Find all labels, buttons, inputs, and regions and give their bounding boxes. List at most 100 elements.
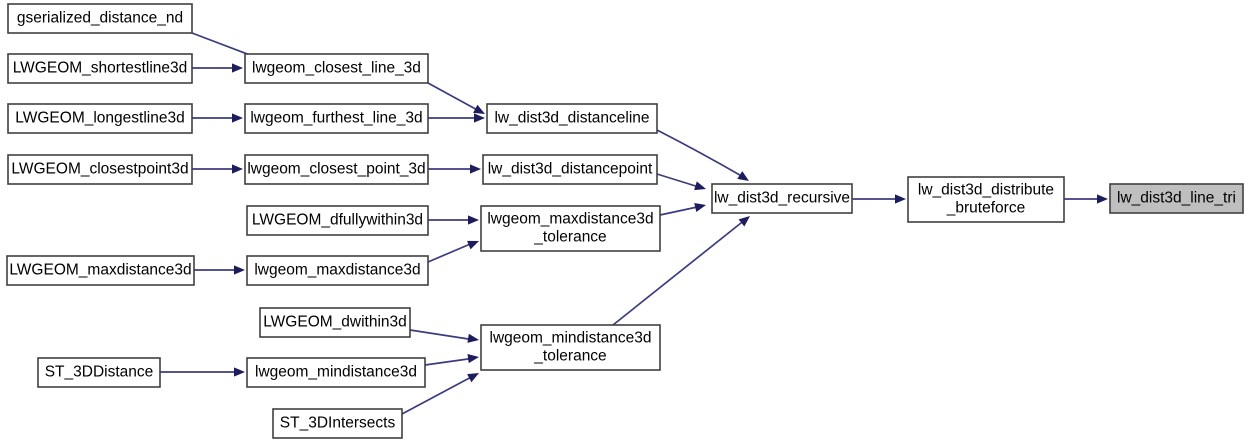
edge-lwgeom_closest_line_3d-to-lw_dist3d_distanceline	[427, 82, 485, 114]
node-LWGEOM_dwithin3d[interactable]: LWGEOM_dwithin3d	[259, 307, 411, 338]
node-label: _tolerance	[533, 348, 606, 365]
edge-line	[401, 374, 476, 415]
node-box[interactable]	[7, 103, 193, 134]
node-label: lw_dist3d_distanceline	[494, 110, 649, 127]
node-LWGEOM_shortestline3d[interactable]: LWGEOM_shortestline3d	[7, 53, 193, 84]
arrow-head-icon	[467, 353, 479, 364]
edge-lwgeom_furthest_line_3d-to-lw_dist3d_distanceline	[428, 113, 485, 123]
node-LWGEOM_maxdistance3d[interactable]: LWGEOM_maxdistance3d	[6, 255, 195, 286]
node-lw_dist3d_line_tri[interactable]: lw_dist3d_line_tri	[1109, 183, 1244, 214]
edge-line	[612, 218, 747, 326]
arrow-head-icon	[1097, 194, 1108, 204]
node-gserialized_distance_nd[interactable]: gserialized_distance_nd	[7, 3, 193, 34]
edge-LWGEOM_closestpoint3d-to-lwgeom_closest_point_3d	[192, 164, 243, 174]
node-label: LWGEOM_dwithin3d	[263, 314, 407, 331]
edge-lw_dist3d_recursive-to-lw_dist3d_distribute_bruteforce	[852, 194, 906, 204]
node-label: LWGEOM_maxdistance3d	[9, 262, 191, 279]
node-box[interactable]	[907, 176, 1065, 223]
node-label: lwgeom_closest_line_3d	[252, 60, 421, 77]
edge-LWGEOM_dwithin3d-to-lwgeom_mindistance3d_tolerance	[409, 329, 479, 343]
node-lwgeom_closest_line_3d[interactable]: lwgeom_closest_line_3d	[244, 53, 429, 84]
arrow-head-icon	[737, 171, 749, 181]
node-box[interactable]	[480, 324, 661, 371]
node-label: LWGEOM_shortestline3d	[13, 60, 188, 77]
edge-LWGEOM_maxdistance3d-to-lwgeom_maxdistance3d	[194, 265, 245, 275]
arrow-head-icon	[694, 181, 706, 191]
arrow-head-icon	[470, 164, 481, 174]
node-box[interactable]	[7, 53, 193, 84]
node-ST_3DIntersects[interactable]: ST_3DIntersects	[272, 408, 403, 439]
node-lwgeom_mindistance3d_tolerance[interactable]: lwgeom_mindistance3d_tolerance	[480, 324, 661, 371]
arrow-head-icon	[694, 202, 706, 212]
node-label: lwgeom_mindistance3d	[490, 330, 652, 347]
node-label: _bruteforce	[946, 200, 1025, 217]
edge-line	[656, 129, 746, 179]
node-box[interactable]	[1109, 183, 1244, 214]
node-box[interactable]	[37, 357, 161, 388]
node-box[interactable]	[246, 357, 426, 388]
node-box[interactable]	[6, 255, 195, 286]
node-label: lwgeom_closest_point_3d	[247, 161, 425, 178]
node-box[interactable]	[486, 103, 658, 134]
edge-line	[659, 205, 703, 216]
arrow-head-icon	[232, 113, 243, 123]
edge-lw_dist3d_distanceline-to-lw_dist3d_recursive	[656, 129, 749, 181]
arrow-head-icon	[895, 194, 906, 204]
node-lwgeom_furthest_line_3d[interactable]: lwgeom_furthest_line_3d	[244, 103, 429, 134]
nodes-layer: gserialized_distance_ndLWGEOM_shortestli…	[6, 3, 1244, 439]
edge-line	[427, 241, 476, 263]
edge-lwgeom_closest_point_3d-to-lw_dist3d_distancepoint	[428, 164, 481, 174]
arrow-head-icon	[473, 104, 485, 114]
node-LWGEOM_longestline3d[interactable]: LWGEOM_longestline3d	[7, 103, 193, 134]
edge-lwgeom_mindistance3d_tolerance-to-lw_dist3d_recursive	[612, 216, 750, 326]
node-lwgeom_mindistance3d[interactable]: lwgeom_mindistance3d	[246, 357, 426, 388]
edge-LWGEOM_longestline3d-to-lwgeom_furthest_line_3d	[192, 113, 243, 123]
node-box[interactable]	[259, 307, 411, 338]
edge-lwgeom_maxdistance3d_tolerance-to-lw_dist3d_recursive	[659, 202, 706, 216]
node-box[interactable]	[482, 154, 658, 185]
node-box[interactable]	[244, 53, 429, 84]
node-box[interactable]	[244, 154, 429, 185]
edge-LWGEOM_shortestline3d-to-lwgeom_closest_line_3d	[192, 63, 243, 73]
arrow-head-icon	[468, 215, 479, 225]
node-lw_dist3d_distribute_bruteforce[interactable]: lw_dist3d_distribute_bruteforce	[907, 176, 1065, 223]
node-ST_3DDistance[interactable]: ST_3DDistance	[37, 357, 161, 388]
node-lw_dist3d_distanceline[interactable]: lw_dist3d_distanceline	[486, 103, 658, 134]
node-label: lw_dist3d_distribute	[918, 182, 1054, 199]
node-box[interactable]	[244, 103, 429, 134]
node-box[interactable]	[7, 154, 193, 185]
node-box[interactable]	[246, 255, 429, 286]
node-lwgeom_maxdistance3d_tolerance[interactable]: lwgeom_maxdistance3d_tolerance	[480, 205, 661, 252]
node-label: LWGEOM_longestline3d	[15, 110, 184, 127]
arrow-head-icon	[232, 164, 243, 174]
node-label: lw_dist3d_distancepoint	[488, 161, 653, 178]
arrow-head-icon	[474, 113, 485, 123]
arrow-head-icon	[232, 63, 243, 73]
node-box[interactable]	[7, 3, 193, 34]
node-LWGEOM_closestpoint3d[interactable]: LWGEOM_closestpoint3d	[7, 154, 193, 185]
node-box[interactable]	[480, 205, 661, 252]
node-label: lw_dist3d_line_tri	[1117, 190, 1236, 207]
arrow-head-icon	[234, 367, 245, 377]
node-lw_dist3d_recursive[interactable]: lw_dist3d_recursive	[711, 183, 853, 214]
node-box[interactable]	[246, 205, 429, 236]
edges-layer	[160, 32, 1108, 415]
node-label: lw_dist3d_recursive	[714, 190, 850, 207]
node-box[interactable]	[272, 408, 403, 439]
node-LWGEOM_dfullywithin3d[interactable]: LWGEOM_dfullywithin3d	[246, 205, 429, 236]
edge-ST_3DDistance-to-lwgeom_mindistance3d	[160, 367, 245, 377]
edge-LWGEOM_dfullywithin3d-to-lwgeom_maxdistance3d_tolerance	[428, 215, 479, 225]
node-box[interactable]	[711, 183, 853, 214]
arrow-head-icon	[738, 216, 750, 227]
node-lwgeom_closest_point_3d[interactable]: lwgeom_closest_point_3d	[244, 154, 429, 185]
edge-line	[656, 173, 703, 189]
edge-lw_dist3d_distribute_bruteforce-to-lw_dist3d_line_tri	[1064, 194, 1108, 204]
node-label: lwgeom_furthest_line_3d	[250, 110, 422, 127]
edge-lwgeom_maxdistance3d-to-lwgeom_maxdistance3d_tolerance	[427, 240, 479, 263]
node-lw_dist3d_distancepoint[interactable]: lw_dist3d_distancepoint	[482, 154, 658, 185]
edge-line	[427, 82, 482, 113]
node-lwgeom_maxdistance3d[interactable]: lwgeom_maxdistance3d	[246, 255, 429, 286]
node-label: gserialized_distance_nd	[17, 10, 183, 27]
node-label: LWGEOM_closestpoint3d	[11, 161, 188, 178]
